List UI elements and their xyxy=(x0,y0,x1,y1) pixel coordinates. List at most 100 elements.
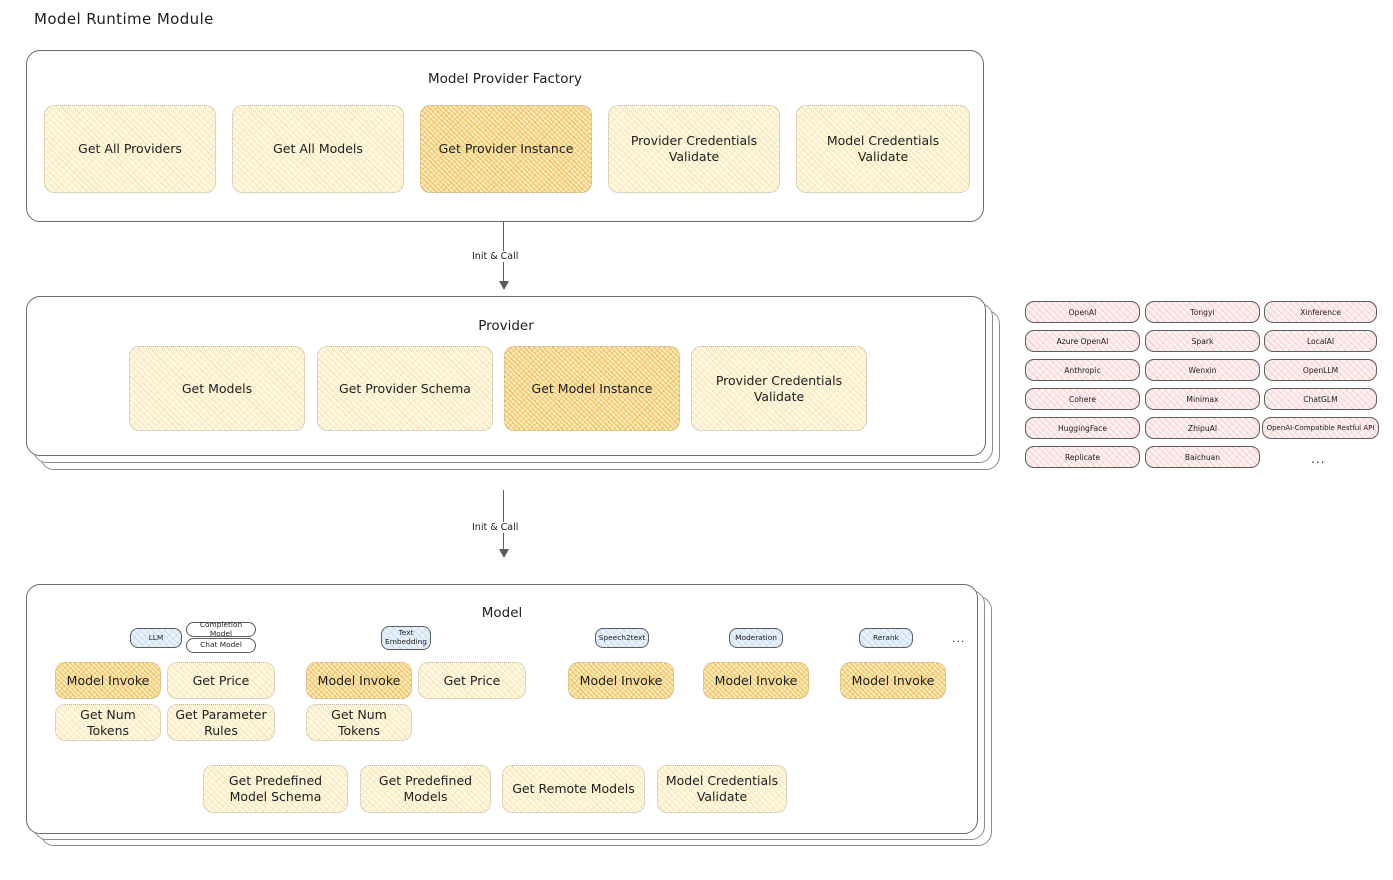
method-label: Get Price xyxy=(192,672,250,688)
model-type-badge-text-embedding[interactable]: Text Embedding xyxy=(381,626,431,650)
provider-chip-localai[interactable]: LocalAI xyxy=(1264,330,1377,352)
method-label: Get Price xyxy=(443,672,501,688)
method-label: Model Invoke xyxy=(851,672,935,688)
factory-box-provider-credentials-validate[interactable]: Provider Credentials Validate xyxy=(608,105,780,193)
provider-chip-openai[interactable]: OpenAI xyxy=(1025,301,1140,323)
factory-box-get-all-models[interactable]: Get All Models xyxy=(232,105,404,193)
provider-box-label: Get Models xyxy=(181,380,253,396)
text-embedding-method-get-price[interactable]: Get Price xyxy=(418,662,526,699)
model-subtag-chat-model[interactable]: Chat Model xyxy=(186,638,256,653)
provider-chip-label: LocalAI xyxy=(1306,336,1335,346)
provider-chip-baichuan[interactable]: Baichuan xyxy=(1145,446,1260,468)
provider-chip-label: OpenAI-Compatible Restful API xyxy=(1266,424,1375,432)
llm-method-model-invoke[interactable]: Model Invoke xyxy=(55,662,161,699)
provider-box-get-models[interactable]: Get Models xyxy=(129,346,305,431)
model-type-badge-label: Speech2text xyxy=(598,632,646,642)
model-subtag-label: Chat Model xyxy=(200,640,242,650)
model-type-badge-label: LLM xyxy=(148,632,164,642)
factory-box-label: Get Provider Instance xyxy=(438,141,574,156)
provider-chip-tongyi[interactable]: Tongyi xyxy=(1145,301,1260,323)
provider-chip-label: Anthropic xyxy=(1064,365,1101,375)
provider-chip-label: HuggingFace xyxy=(1057,423,1108,433)
page-title: Model Runtime Module xyxy=(34,10,214,28)
provider-chip-huggingface[interactable]: HuggingFace xyxy=(1025,417,1140,439)
method-label: Get Predefined Model Schema xyxy=(228,773,323,804)
factory-box-label: Get All Providers xyxy=(78,141,182,156)
provider-chip-label: OpenLLM xyxy=(1302,365,1339,375)
provider-chip-anthropic[interactable]: Anthropic xyxy=(1025,359,1140,381)
provider-chip-label: Wenxin xyxy=(1188,365,1217,375)
method-label: Model Invoke xyxy=(579,672,663,688)
model-common-get-predefined-model-schema[interactable]: Get Predefined Model Schema xyxy=(203,765,348,813)
factory-box-get-provider-instance[interactable]: Get Provider Instance xyxy=(420,105,592,193)
speech2text-method-model-invoke[interactable]: Model Invoke xyxy=(568,662,674,699)
provider-chip-label: Baichuan xyxy=(1184,452,1221,462)
model-title: Model xyxy=(481,605,523,621)
model-type-badge-label: Rerank xyxy=(873,632,899,642)
method-label: Get Predefined Models xyxy=(378,773,473,804)
method-label: Model Invoke xyxy=(66,672,150,688)
provider-box-get-provider-schema[interactable]: Get Provider Schema xyxy=(317,346,493,431)
provider-chip-minimax[interactable]: Minimax xyxy=(1145,388,1260,410)
provider-chip-label: Spark xyxy=(1191,336,1214,346)
factory-box-label: Provider Credentials Validate xyxy=(630,133,758,164)
provider-box-label: Get Provider Schema xyxy=(339,380,471,396)
provider-chip-cohere[interactable]: Cohere xyxy=(1025,388,1140,410)
llm-method-get-num-tokens[interactable]: Get Num Tokens xyxy=(55,704,161,741)
text-embedding-method-get-num-tokens[interactable]: Get Num Tokens xyxy=(306,704,412,741)
provider-box-label: Get Model Instance xyxy=(531,380,653,396)
model-subtag-label: Completion Model xyxy=(199,619,243,638)
provider-chip-label: Tongyi xyxy=(1190,307,1215,317)
provider-chip-openllm[interactable]: OpenLLM xyxy=(1264,359,1377,381)
provider-chip-label: Azure OpenAI xyxy=(1056,336,1109,346)
provider-chip-label: ZhipuAI xyxy=(1187,423,1218,433)
method-label: Model Invoke xyxy=(317,672,401,688)
provider-chip-azure-openai[interactable]: Azure OpenAI xyxy=(1025,330,1140,352)
model-common-get-predefined-models[interactable]: Get Predefined Models xyxy=(360,765,491,813)
provider-chip-wenxin[interactable]: Wenxin xyxy=(1145,359,1260,381)
provider-box-label: Provider Credentials Validate xyxy=(715,372,843,404)
factory-box-model-credentials-validate[interactable]: Model Credentials Validate xyxy=(796,105,970,193)
model-type-badge-llm[interactable]: LLM xyxy=(130,628,182,648)
method-label: Model Credentials Validate xyxy=(665,773,779,804)
provider-chip-label: Xinference xyxy=(1300,307,1341,317)
arrow-factory-to-provider-label: Init & Call xyxy=(468,251,523,262)
factory-title: Model Provider Factory xyxy=(427,71,582,87)
factory-box-label: Get All Models xyxy=(273,141,363,156)
model-common-get-remote-models[interactable]: Get Remote Models xyxy=(502,765,645,813)
provider-title: Provider xyxy=(478,318,534,334)
method-label: Get Num Tokens xyxy=(80,706,136,738)
provider-chip-zhipuai[interactable]: ZhipuAI xyxy=(1145,417,1260,439)
provider-chip-replicate[interactable]: Replicate xyxy=(1025,446,1140,468)
text-embedding-method-model-invoke[interactable]: Model Invoke xyxy=(306,662,412,699)
provider-chip-label: Minimax xyxy=(1186,394,1219,404)
model-subtag-completion-model[interactable]: Completion Model xyxy=(186,619,256,638)
llm-method-get-price[interactable]: Get Price xyxy=(167,662,275,699)
factory-box-get-all-providers[interactable]: Get All Providers xyxy=(44,105,216,193)
method-label: Get Remote Models xyxy=(512,781,635,796)
method-label: Model Invoke xyxy=(714,672,798,688)
method-label: Get Num Tokens xyxy=(331,706,387,738)
provider-chip-spark[interactable]: Spark xyxy=(1145,330,1260,352)
provider-chip-label: Cohere xyxy=(1068,394,1097,404)
provider-chip-chatglm[interactable]: ChatGLM xyxy=(1264,388,1377,410)
model-common-model-credentials-validate[interactable]: Model Credentials Validate xyxy=(657,765,787,813)
provider-list-ellipsis: ... xyxy=(1311,452,1326,466)
model-type-badge-rerank[interactable]: Rerank xyxy=(859,628,913,648)
method-label: Get Parameter Rules xyxy=(175,706,267,738)
model-type-badge-moderation[interactable]: Moderation xyxy=(729,628,783,648)
rerank-method-model-invoke[interactable]: Model Invoke xyxy=(840,662,946,699)
moderation-method-model-invoke[interactable]: Model Invoke xyxy=(703,662,809,699)
provider-chip-label: OpenAI xyxy=(1068,307,1097,317)
model-type-badge-label: Moderation xyxy=(735,632,777,642)
provider-chip-openai-compatible-restful-api[interactable]: OpenAI-Compatible Restful API xyxy=(1262,417,1379,439)
arrow-provider-to-model-label: Init & Call xyxy=(468,522,523,533)
model-type-badge-speech2text[interactable]: Speech2text xyxy=(595,628,649,648)
provider-box-provider-credentials-validate[interactable]: Provider Credentials Validate xyxy=(691,346,867,431)
arrow-provider-to-model-head xyxy=(499,549,509,558)
model-types-ellipsis: ... xyxy=(952,632,966,645)
provider-chip-xinference[interactable]: Xinference xyxy=(1264,301,1377,323)
provider-box-get-model-instance[interactable]: Get Model Instance xyxy=(504,346,680,431)
llm-method-get-parameter-rules[interactable]: Get Parameter Rules xyxy=(167,704,275,741)
arrow-factory-to-provider-head xyxy=(499,281,509,290)
